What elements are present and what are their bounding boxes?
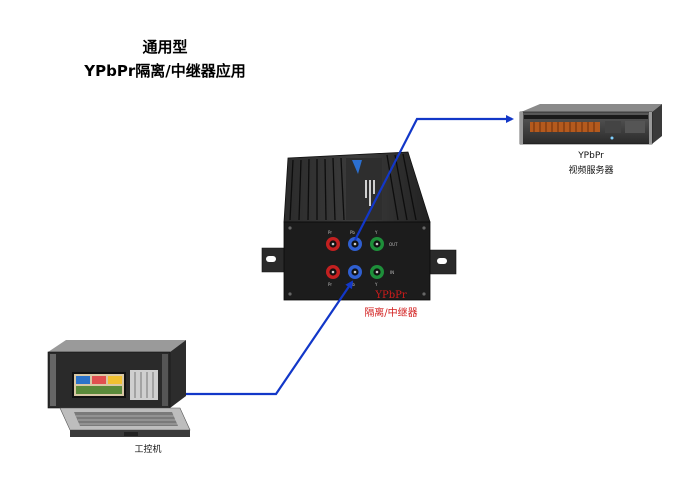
rca-in-pr bbox=[326, 265, 340, 279]
port-label-y-top: Y bbox=[374, 230, 378, 235]
rca-connectors bbox=[326, 237, 384, 279]
server-model-label: YPbPr bbox=[578, 151, 604, 161]
port-label-pr-top: Pr bbox=[328, 230, 332, 235]
rca-out-pr bbox=[326, 237, 340, 251]
heat-sink-fins bbox=[289, 153, 417, 221]
signal-line-device-to-server bbox=[354, 115, 514, 241]
video-server bbox=[519, 104, 662, 145]
pc-keyboard-tray bbox=[59, 407, 191, 437]
top-label-text bbox=[365, 180, 375, 206]
device-model-label: YPbPr bbox=[375, 290, 407, 301]
diagram-title-line1: 通用型 bbox=[142, 38, 188, 56]
port-label-pr-bottom: Pr bbox=[328, 282, 332, 287]
ypbpr-isolator-device: Pr Pb Y OUT Pr Pb Y IN bbox=[261, 151, 457, 301]
pc-name-label: 工控机 bbox=[134, 445, 162, 455]
port-label-out: OUT bbox=[389, 242, 398, 247]
rca-out-y bbox=[370, 237, 384, 251]
rca-in-y bbox=[370, 265, 384, 279]
industrial-pc bbox=[47, 340, 191, 437]
server-name-label: 视频服务器 bbox=[568, 166, 614, 176]
port-label-in: IN bbox=[390, 270, 394, 275]
server-front-bays bbox=[530, 122, 600, 132]
brand-logo-icon bbox=[352, 160, 362, 174]
rca-in-pb bbox=[348, 265, 362, 279]
diagram-title-line2: YPbPr隔离/中继器应用 bbox=[84, 62, 246, 80]
rca-out-pb bbox=[348, 237, 362, 251]
mounting-ear-right bbox=[425, 249, 457, 275]
port-label-pb-top: Pb bbox=[350, 230, 355, 235]
pc-screen bbox=[72, 372, 126, 398]
device-name-label: 隔离/中继器 bbox=[364, 308, 418, 319]
signal-lines bbox=[186, 115, 514, 396]
port-label-y-bottom: Y bbox=[374, 282, 378, 287]
signal-line-pc-to-device bbox=[186, 280, 354, 396]
